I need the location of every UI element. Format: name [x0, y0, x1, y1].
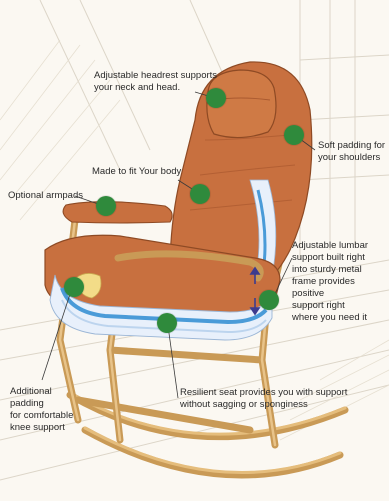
callout-seat: Resilient seat provides you with support… — [180, 387, 347, 411]
callout-shoulder-padding: Soft padding for your shoulders — [318, 140, 385, 164]
callout-knee: Additional padding for comfortable knee … — [10, 386, 73, 434]
marker-seat — [157, 313, 177, 333]
marker-shoulder-padding — [284, 125, 304, 145]
marker-lumbar — [259, 290, 279, 310]
marker-knee — [64, 277, 84, 297]
callout-armpads: Optional armpads — [8, 190, 83, 202]
marker-body-fit — [190, 184, 210, 204]
armrest-left — [63, 202, 172, 223]
callout-headrest: Adjustable headrest supports your neck a… — [94, 70, 217, 94]
callout-lumbar: Adjustable lumbar support built right in… — [292, 240, 389, 324]
callout-body-fit: Made to fit Your body — [92, 166, 181, 178]
marker-armpads — [96, 196, 116, 216]
